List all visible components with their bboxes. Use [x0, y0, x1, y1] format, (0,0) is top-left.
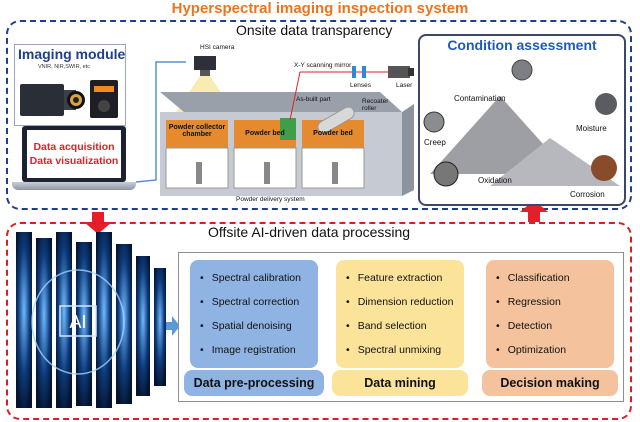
- pre-processing-title: Data pre-processing: [193, 376, 315, 390]
- panel-item: Image registration: [200, 344, 296, 356]
- up-arrow-icon: [520, 200, 548, 222]
- panel-item: Regression: [496, 296, 561, 308]
- hsi-camera-icon: [194, 56, 216, 76]
- chamber-collector: [166, 120, 228, 148]
- scanning-mirror-label: X-Y scanning mirror: [294, 62, 352, 69]
- data-visualization-label: Data visualization: [29, 155, 119, 167]
- panel-item: Dimension reduction: [346, 296, 454, 308]
- delivery-label: Powder delivery system: [236, 196, 305, 203]
- onsite-section: [6, 20, 632, 210]
- camera-icon: [90, 80, 118, 118]
- pre-processing-title-box: [184, 370, 324, 396]
- chamber-label: Powder bed: [245, 130, 285, 137]
- bed-well-2: [301, 147, 365, 189]
- panel-item: Spectral correction: [200, 296, 300, 308]
- laptop-display: [27, 130, 121, 178]
- decision-making-title: Decision making: [500, 376, 600, 390]
- panel-item: Optimization: [496, 344, 566, 356]
- powder-pile: [490, 138, 620, 186]
- image-strip: [76, 242, 92, 406]
- decision-making-title-box: [482, 370, 618, 396]
- recoater-roller: [317, 106, 355, 134]
- machine-side: [402, 104, 414, 196]
- corrosion-label: Corrosion: [570, 190, 605, 199]
- brain-outline: [31, 269, 125, 375]
- chamber-label: Powder bed: [313, 130, 353, 137]
- lens-icon: [362, 66, 366, 78]
- image-strip: [36, 238, 52, 408]
- image-strip: [154, 268, 166, 386]
- data-acquisition-label: Data acquisition: [33, 141, 115, 153]
- image-strip: [136, 256, 150, 396]
- corrosion-icon: [591, 155, 617, 181]
- panel-item: Spatial denoising: [200, 320, 292, 332]
- camera-icons: [20, 80, 118, 118]
- imaging-module-title: Imaging module: [18, 46, 126, 62]
- creep-icon: [423, 111, 445, 133]
- right-arrow-icon: [166, 316, 180, 336]
- creep-label: Creep: [424, 138, 446, 147]
- lenses-label: Lenses: [350, 82, 371, 89]
- powder-illustration: [423, 59, 620, 187]
- laser-icon: [388, 66, 414, 78]
- panel-item: Band selection: [346, 320, 427, 332]
- ai-chip-icon: [59, 305, 97, 337]
- lens-icon: [352, 66, 356, 78]
- piston: [264, 162, 270, 184]
- main-title: Hyperspectral imaging inspection system: [171, 0, 469, 17]
- panel-item: Spectral unmixing: [346, 344, 441, 356]
- image-strip: [16, 232, 32, 408]
- panel-item: Classification: [496, 272, 570, 284]
- contamination-label: Contamination: [454, 94, 506, 103]
- data-mining-title: Data mining: [364, 376, 436, 390]
- laser-beam-down: [289, 71, 301, 121]
- moisture-label: Moisture: [576, 124, 607, 133]
- data-cable: [135, 61, 186, 183]
- image-strip: [96, 232, 112, 408]
- imaging-module-subtitle: VNIR, NIR,SWIR, etc: [38, 64, 90, 70]
- onsite-label: Onsite data transparency: [236, 22, 393, 38]
- chamber-label: Powder collector chamber: [168, 124, 226, 138]
- image-strip: [56, 232, 72, 408]
- moisture-icon: [595, 93, 617, 115]
- condition-assessment-title: Condition assessment: [447, 37, 597, 53]
- piston: [196, 162, 202, 184]
- oxidation-label: Oxidation: [478, 176, 512, 185]
- machine-top: [160, 92, 402, 112]
- offsite-section: [6, 222, 632, 420]
- hsi-camera-label: HSI camera: [200, 44, 235, 51]
- contamination-icon: [511, 59, 533, 81]
- oxidation-icon: [433, 161, 459, 187]
- offsite-label: Offsite AI-driven data processing: [208, 224, 411, 240]
- recoater-label: Recoater roller: [362, 98, 389, 112]
- ai-text: AI: [69, 312, 86, 332]
- as-built-label: As-built part: [296, 96, 331, 103]
- ai-brain-image: AI: [16, 232, 166, 408]
- laser-label: Laser: [396, 82, 413, 89]
- panel-item: Feature extraction: [346, 272, 443, 284]
- data-mining-title-box: [332, 370, 468, 396]
- piston: [332, 162, 338, 184]
- laptop-base: [12, 182, 136, 190]
- camera-icon: [20, 84, 85, 116]
- panel-item: Spectral calibration: [200, 272, 301, 284]
- panel-item: Detection: [496, 320, 552, 332]
- as-built-part: [280, 118, 296, 140]
